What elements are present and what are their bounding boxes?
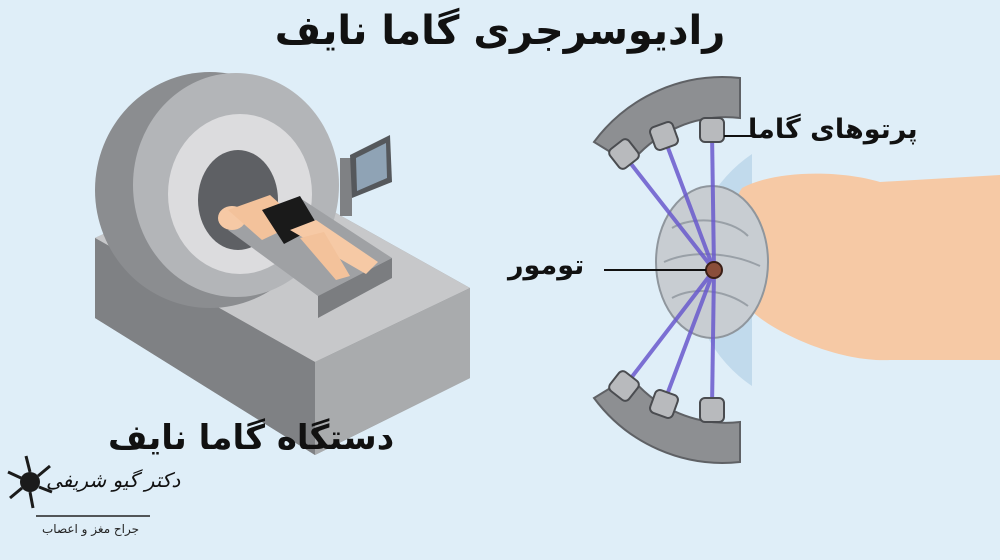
patient-leg-right (300, 232, 350, 280)
gamma-knife-machine (95, 72, 470, 455)
logo-subtitle: جراح مغز و اعصاب (42, 522, 140, 536)
logo-name: دکتر گیو شریفی (46, 468, 181, 492)
patient-head-profile (729, 173, 1000, 361)
monitor-stand (340, 158, 352, 216)
radiosurgery-diagram (592, 76, 1000, 464)
emitter (699, 397, 725, 423)
tumor (705, 261, 723, 279)
gamma-rays-label: پرتوهای گاما (748, 114, 918, 145)
gamma-beam (710, 269, 716, 409)
emitter (649, 121, 679, 151)
patient-couch-edge (318, 258, 392, 318)
emitter (649, 389, 679, 419)
neuron-icon (7, 455, 53, 509)
gamma-beam (626, 158, 716, 272)
emitter (699, 117, 725, 143)
device-label: دستگاه گاما نایف (108, 418, 395, 458)
patient (218, 195, 378, 280)
gamma-beam (626, 268, 716, 384)
machine-base-side (95, 238, 315, 455)
emitters (608, 117, 725, 423)
gamma-beam (663, 269, 716, 401)
logo (7, 455, 150, 517)
gamma-beam (710, 131, 716, 271)
patient-leg-left (290, 220, 378, 274)
monitor-screen (356, 143, 387, 191)
gamma-beams (626, 131, 716, 409)
page-title: رادیوسرجری گاما نایف (274, 8, 726, 54)
tumor-label: تومور (508, 250, 585, 281)
emitter (608, 370, 640, 402)
gamma-beam (663, 139, 716, 271)
emitter (608, 138, 640, 170)
machine-base-front (315, 288, 470, 455)
